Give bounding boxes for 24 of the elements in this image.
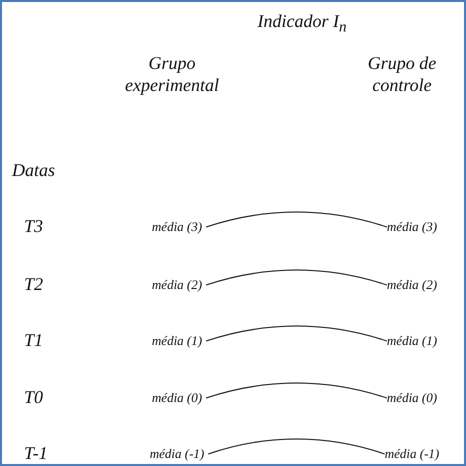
mean-value: média (0) [386,390,438,406]
connector-curve [206,270,388,286]
mean-value: média (3) [152,219,202,235]
mean-value: média (1) [152,333,202,349]
date-label: T2 [24,274,44,295]
connector-curve [206,382,388,398]
row-header: Datas [12,160,56,181]
mean-value: média (0) [152,390,202,406]
connector-curve [206,326,388,342]
title: Indicador I$_{n}$ [258,10,346,38]
date-label: T-1 [24,443,48,464]
mean-value: média (2) [152,277,202,293]
mean-value: média (2) [386,277,438,293]
mean-value: média (3) [386,219,438,235]
mean-value: média (1) [386,333,438,349]
date-label: T0 [24,387,44,408]
date-label: T1 [24,330,44,351]
connector-curve [206,212,388,228]
column-header: Grupo de controle [366,52,438,96]
mean-value: média (-1) [384,446,440,462]
connector-curve [208,438,386,454]
column-header: Grupo experimental [124,52,220,96]
mean-value: média (-1) [150,446,204,462]
date-label: T3 [24,216,44,237]
